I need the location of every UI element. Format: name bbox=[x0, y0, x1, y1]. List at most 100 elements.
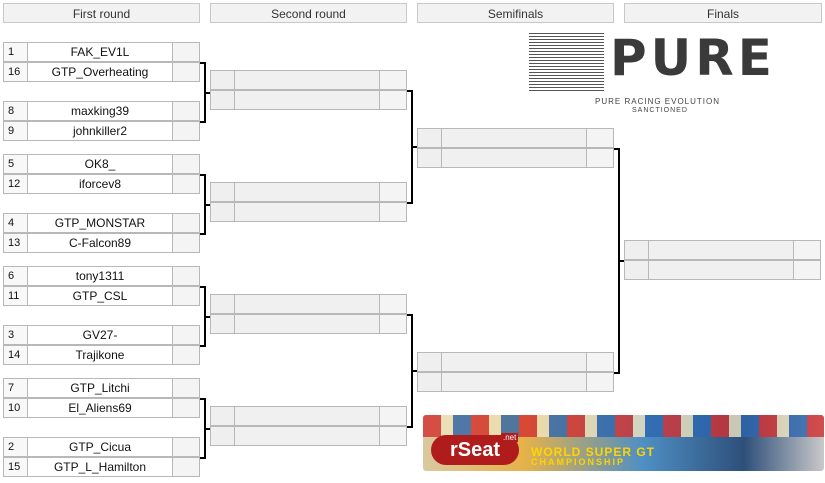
score-cell bbox=[172, 458, 199, 476]
player-name: Trajikone bbox=[28, 346, 172, 364]
score-cell bbox=[172, 214, 199, 232]
connector-line bbox=[200, 121, 205, 123]
header-finals: Finals bbox=[624, 3, 822, 23]
player-name: GTP_Overheating bbox=[28, 63, 172, 81]
second-round-slot[interactable] bbox=[210, 90, 407, 110]
banner-line1: WORLD SUPER GT bbox=[531, 445, 655, 459]
player-name bbox=[442, 353, 586, 371]
score-cell bbox=[379, 295, 406, 313]
logo-sanctioned: SANCTIONED bbox=[632, 107, 688, 114]
final-slot[interactable] bbox=[624, 260, 821, 280]
seed-number bbox=[418, 129, 442, 147]
player-name bbox=[442, 373, 586, 391]
seed-number bbox=[211, 71, 235, 89]
player-name: maxking39 bbox=[28, 102, 172, 120]
score-cell bbox=[379, 315, 406, 333]
second-round-slot[interactable] bbox=[210, 202, 407, 222]
connector-line bbox=[411, 146, 417, 148]
seed-number bbox=[625, 241, 649, 259]
score-cell bbox=[172, 287, 199, 305]
second-round-slot[interactable] bbox=[210, 314, 407, 334]
seed-number: 6 bbox=[4, 267, 28, 285]
player-name: El_Aliens69 bbox=[28, 399, 172, 417]
player-name: FAK_EV1L bbox=[28, 43, 172, 61]
seed-number: 9 bbox=[4, 122, 28, 140]
connector-line bbox=[204, 316, 210, 318]
player-name: GTP_CSL bbox=[28, 287, 172, 305]
second-round-slot[interactable] bbox=[210, 294, 407, 314]
player-name: GTP_Litchi bbox=[28, 379, 172, 397]
pure-logo: PURE PURE RACING EVOLUTION SANCTIONED bbox=[529, 29, 804, 115]
seed-number bbox=[211, 91, 235, 109]
score-cell bbox=[172, 63, 199, 81]
score-cell bbox=[586, 149, 613, 167]
score-cell bbox=[172, 43, 199, 61]
seed-number: 14 bbox=[4, 346, 28, 364]
seed-number bbox=[418, 373, 442, 391]
semifinal-slot[interactable] bbox=[417, 128, 614, 148]
seed-number: 7 bbox=[4, 379, 28, 397]
player-name bbox=[235, 183, 379, 201]
seed-number bbox=[418, 149, 442, 167]
seed-number: 4 bbox=[4, 214, 28, 232]
player-name: GTP_MONSTAR bbox=[28, 214, 172, 232]
connector-line bbox=[407, 202, 412, 204]
seed-number: 12 bbox=[4, 175, 28, 193]
connector-line bbox=[200, 345, 205, 347]
header-semifinals: Semifinals bbox=[417, 3, 614, 23]
semifinal-slot[interactable] bbox=[417, 148, 614, 168]
second-round-slot[interactable] bbox=[210, 426, 407, 446]
second-round-slot[interactable] bbox=[210, 182, 407, 202]
banner-brand-suffix: .net bbox=[501, 433, 519, 442]
player-name: iforcev8 bbox=[28, 175, 172, 193]
score-cell bbox=[586, 129, 613, 147]
score-cell bbox=[172, 267, 199, 285]
connector-line bbox=[200, 457, 205, 459]
score-cell bbox=[172, 326, 199, 344]
second-round-slot[interactable] bbox=[210, 70, 407, 90]
seed-number bbox=[211, 295, 235, 313]
seed-number bbox=[625, 261, 649, 279]
connector-line bbox=[407, 90, 412, 92]
semifinal-slot[interactable] bbox=[417, 372, 614, 392]
player-name: GTP_Cicua bbox=[28, 438, 172, 456]
connector-line bbox=[614, 372, 619, 374]
player-name: OK8_ bbox=[28, 155, 172, 173]
final-slot[interactable] bbox=[624, 240, 821, 260]
player-name: tony1311 bbox=[28, 267, 172, 285]
second-round-slot[interactable] bbox=[210, 406, 407, 426]
seed-number: 1 bbox=[4, 43, 28, 61]
banner-cars-graphic bbox=[423, 415, 824, 437]
seed-number bbox=[211, 407, 235, 425]
connector-line bbox=[200, 233, 205, 235]
connector-line bbox=[407, 314, 412, 316]
header-first-round: First round bbox=[3, 3, 200, 23]
player-name bbox=[649, 241, 793, 259]
semifinal-slot[interactable] bbox=[417, 352, 614, 372]
player-name bbox=[235, 315, 379, 333]
score-cell bbox=[172, 122, 199, 140]
header-second-round: Second round bbox=[210, 3, 407, 23]
score-cell bbox=[586, 373, 613, 391]
connector-line bbox=[200, 62, 205, 64]
score-cell bbox=[379, 203, 406, 221]
player-name: GV27- bbox=[28, 326, 172, 344]
connector-line bbox=[200, 398, 205, 400]
player-name bbox=[235, 427, 379, 445]
